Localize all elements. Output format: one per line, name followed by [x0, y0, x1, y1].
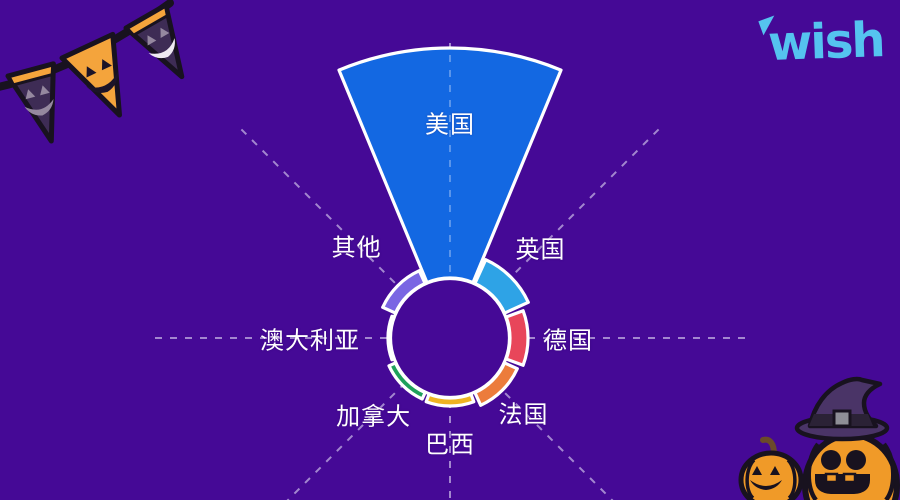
chart-label-other: 其他: [331, 233, 382, 262]
chart-label-canada: 加拿大: [336, 402, 412, 431]
guide-line-45: [493, 126, 662, 295]
bunting-flag-dark-1-icon: [5, 61, 56, 144]
bunting-flag-dark-2-icon: [123, 2, 185, 80]
wish-logo: wish: [758, 12, 885, 72]
small-pumpkin-icon: [738, 436, 804, 500]
big-pumpkin-icon: [802, 432, 900, 500]
chart-inner-circle: [388, 276, 512, 400]
chart-label-usa: 美国: [425, 110, 475, 139]
wish-logo-text: wish: [767, 12, 885, 72]
pumpkins-witch-hat-icon: [738, 376, 900, 500]
halloween-bunting-icon: [0, 0, 185, 144]
bunting-flag-orange-icon: [59, 31, 122, 118]
chart-label-france: 法国: [498, 400, 549, 429]
chart-label-australia: 澳大利亚: [260, 326, 360, 355]
chart-label-germany: 德国: [543, 326, 593, 355]
chart-label-brazil: 巴西: [425, 430, 475, 459]
witch-hat-icon: [794, 376, 890, 442]
guide-line-315: [238, 126, 407, 295]
chart-label-uk: 英国: [515, 235, 566, 264]
